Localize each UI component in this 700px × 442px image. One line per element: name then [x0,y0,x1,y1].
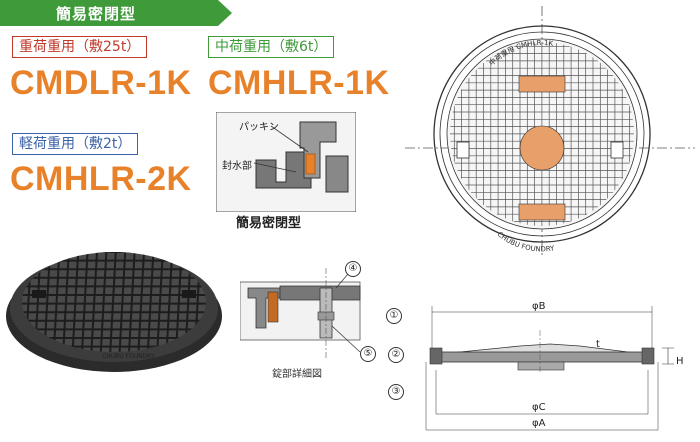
load-label-25t: 重荷重用（敷25t） [12,36,148,58]
callout-4: ④ [345,261,361,277]
header-banner [0,0,232,26]
seal-detail-caption: 簡易密閉型 [236,216,302,231]
dim-phi-b: φB [532,301,546,312]
lock-detail-drawing [240,268,361,358]
section-view-drawing [425,306,674,431]
callout-1: ① [386,308,402,324]
top-view-drawing: 中荷重用 CMHLR-1K CHUBU FOUNDRY [405,6,695,256]
dim-h: H [676,356,684,367]
model-cmhlr-2k: CMHLR-2K [10,160,192,198]
dim-phi-a: φA [532,418,546,429]
load-label-2t: 軽荷重用（敷2t） [12,133,139,155]
callout-5: ⑤ [360,346,376,362]
cover-photo: CHUBU FOUNDRY [6,252,222,372]
seal-part-label: 封水部 [222,161,252,172]
load-label-6t: 中荷重用（敷6t） [208,36,335,58]
callout-3: ③ [388,384,404,400]
model-cmdlr-1k: CMDLR-1K [10,64,192,102]
callout-2: ② [388,347,404,363]
lock-detail-caption: 錠部詳細図 [272,369,322,380]
seal-detail-diagram [216,112,356,212]
model-cmhlr-1k: CMHLR-1K [208,64,390,102]
dim-phi-c: φC [532,402,546,413]
dim-t: t [596,339,600,350]
photo-cast-text: CHUBU FOUNDRY [102,353,155,360]
packing-label: パッキン [239,122,279,133]
page-title: 簡易密閉型 [56,5,137,23]
